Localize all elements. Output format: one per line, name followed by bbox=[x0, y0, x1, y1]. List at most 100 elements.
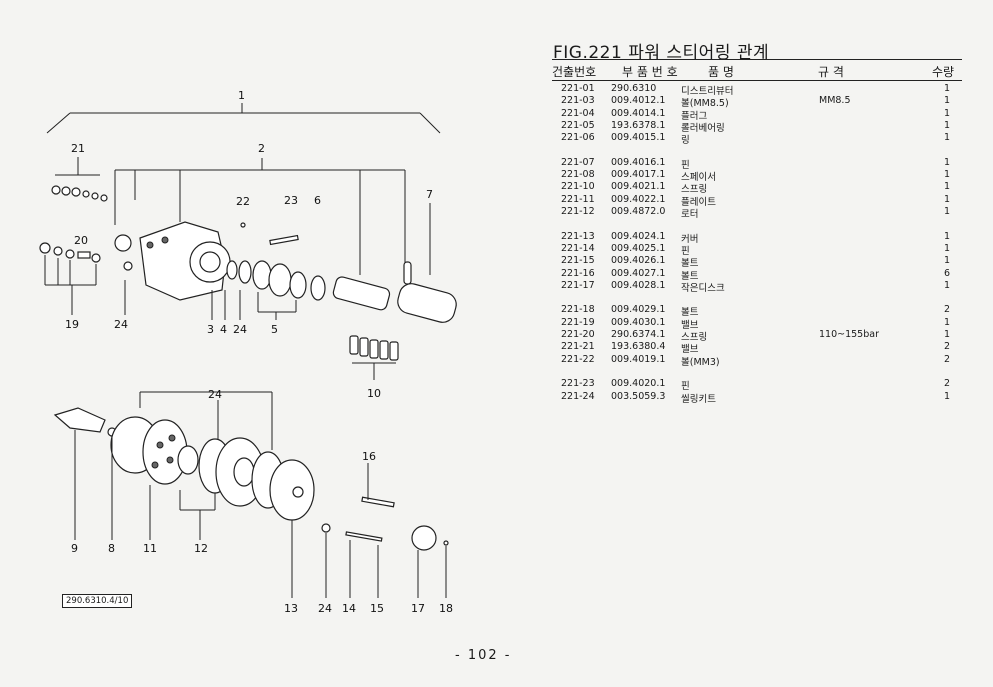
cell-code: 221-15 bbox=[561, 255, 595, 267]
cell-qty: 1 bbox=[943, 390, 950, 402]
cell-name: 플레이트 bbox=[681, 196, 716, 208]
cell-part-no: 290.6374.1 bbox=[611, 329, 666, 340]
cell-name: 스페이서 bbox=[681, 172, 716, 184]
cell-qty: 1 bbox=[943, 193, 950, 205]
cell-code: 221-19 bbox=[561, 316, 595, 328]
cell-name: 밸브 bbox=[681, 319, 699, 331]
cell-code: 221-03 bbox=[561, 95, 595, 107]
cell-part-no: 009.4030.1 bbox=[611, 316, 666, 328]
callout-21: 21 bbox=[71, 142, 85, 155]
cell-name: 커버 bbox=[681, 233, 699, 245]
callout-22: 22 bbox=[236, 195, 250, 208]
cell-part-no: 003.5059.3 bbox=[611, 390, 666, 402]
cell-qty: 6 bbox=[943, 267, 950, 279]
cell-qty: 1 bbox=[943, 255, 950, 267]
callout-16: 16 bbox=[362, 450, 376, 463]
cell-code: 221-07 bbox=[561, 156, 595, 168]
cell-name: 볼(MM3) bbox=[681, 356, 720, 368]
part-group-21 bbox=[51, 157, 108, 202]
spring-set-10 bbox=[349, 335, 399, 380]
cell-name: 스프링 bbox=[681, 332, 708, 343]
header-part-no: 부 품 번 호 bbox=[622, 65, 678, 79]
cell-code: 221-22 bbox=[561, 353, 595, 365]
cell-code: 221-10 bbox=[561, 181, 595, 193]
cell-qty: 1 bbox=[943, 316, 950, 328]
callout-17: 17 bbox=[411, 602, 425, 615]
callout-24b: 24 bbox=[233, 323, 247, 336]
cell-name: 핀 bbox=[681, 245, 690, 257]
cell-code: 221-18 bbox=[561, 304, 595, 316]
cell-part-no: 009.4016.1 bbox=[611, 156, 666, 168]
callout-15: 15 bbox=[370, 602, 384, 615]
callout-20: 20 bbox=[74, 234, 88, 247]
cell-name: 디스트리뷰터 bbox=[681, 86, 734, 97]
cell-qty: 2 bbox=[943, 353, 950, 365]
cell-qty: 1 bbox=[943, 242, 950, 254]
cell-name: 롤러베어링 bbox=[681, 122, 725, 134]
cell-name: 씰링키트 bbox=[681, 393, 716, 405]
cell-code: 221-12 bbox=[561, 206, 595, 217]
cell-qty: 1 bbox=[943, 95, 950, 107]
cell-name: 볼(MM8.5) bbox=[681, 98, 729, 110]
callout-5: 5 bbox=[271, 323, 278, 336]
cell-spec: MM8.5 bbox=[819, 95, 851, 107]
header-spec: 규 격 bbox=[818, 65, 844, 79]
cell-part-no: 009.4028.1 bbox=[611, 279, 666, 291]
cell-qty: 1 bbox=[943, 107, 950, 119]
callout-1: 1 bbox=[238, 89, 245, 102]
part-group-20 bbox=[39, 242, 101, 315]
bracket-2 bbox=[114, 158, 406, 275]
callout-18: 18 bbox=[439, 602, 453, 615]
cell-code: 221-24 bbox=[561, 390, 595, 402]
exploded-diagram: 1 2 21 22 23 6 7 20 19 24 3 4 24 5 10 24… bbox=[39, 89, 457, 615]
drawing-reference: 290.6310.4/10 bbox=[62, 594, 133, 608]
callout-24d: 24 bbox=[318, 602, 332, 615]
cell-name: 볼트 bbox=[681, 307, 699, 319]
cell-part-no: 009.4022.1 bbox=[611, 193, 666, 205]
cell-qty: 2 bbox=[943, 304, 950, 316]
cell-part-no: 009.4014.1 bbox=[611, 107, 666, 119]
cell-code: 221-21 bbox=[561, 341, 595, 353]
cell-part-no: 009.4026.1 bbox=[611, 255, 666, 267]
cell-name: 밸브 bbox=[681, 344, 699, 356]
cell-name: 플러그 bbox=[681, 110, 708, 122]
cell-code: 221-14 bbox=[561, 242, 595, 254]
callout-13: 13 bbox=[284, 602, 298, 615]
bolts-plates bbox=[321, 496, 449, 551]
callout-9: 9 bbox=[71, 542, 78, 555]
cell-code: 221-04 bbox=[561, 107, 595, 119]
callout-4: 4 bbox=[220, 323, 227, 336]
rings-row bbox=[226, 222, 326, 301]
cell-part-no: 009.4027.1 bbox=[611, 267, 666, 279]
cell-part-no: 009.4025.1 bbox=[611, 242, 666, 254]
cell-part-no: 193.6380.4 bbox=[611, 341, 666, 353]
cell-part-no: 009.4872.0 bbox=[611, 206, 666, 217]
cell-code: 221-06 bbox=[561, 132, 595, 144]
cell-name: 핀 bbox=[681, 381, 690, 393]
cell-code: 221-17 bbox=[561, 279, 595, 291]
cell-qty: 1 bbox=[943, 119, 950, 131]
cell-name: 작은디스크 bbox=[681, 282, 725, 294]
cell-qty: 2 bbox=[943, 378, 950, 390]
callout-14: 14 bbox=[342, 602, 356, 615]
callout-2: 2 bbox=[258, 142, 265, 155]
cell-name: 로터 bbox=[681, 209, 699, 220]
cell-part-no: 009.4012.1 bbox=[611, 95, 666, 107]
cell-code: 221-11 bbox=[561, 193, 595, 205]
callout-24a: 24 bbox=[114, 318, 128, 331]
header-rule bbox=[552, 80, 962, 81]
leaders bbox=[74, 203, 447, 598]
cell-code: 221-05 bbox=[561, 119, 595, 131]
cell-name: 볼트 bbox=[681, 270, 699, 282]
cell-qty: 1 bbox=[943, 206, 950, 217]
cell-code: 221-16 bbox=[561, 267, 595, 279]
cell-code: 221-08 bbox=[561, 169, 595, 181]
cell-name: 볼트 bbox=[681, 258, 699, 270]
callout-6: 6 bbox=[314, 194, 321, 207]
cell-spec: 110~155bar bbox=[819, 329, 879, 340]
cell-qty: 1 bbox=[943, 132, 950, 144]
cell-name: 스프링 bbox=[681, 184, 708, 196]
cell-part-no: 009.4020.1 bbox=[611, 378, 666, 390]
cell-qty: 1 bbox=[943, 169, 950, 181]
cell-part-no: 290.6310 bbox=[611, 83, 657, 94]
